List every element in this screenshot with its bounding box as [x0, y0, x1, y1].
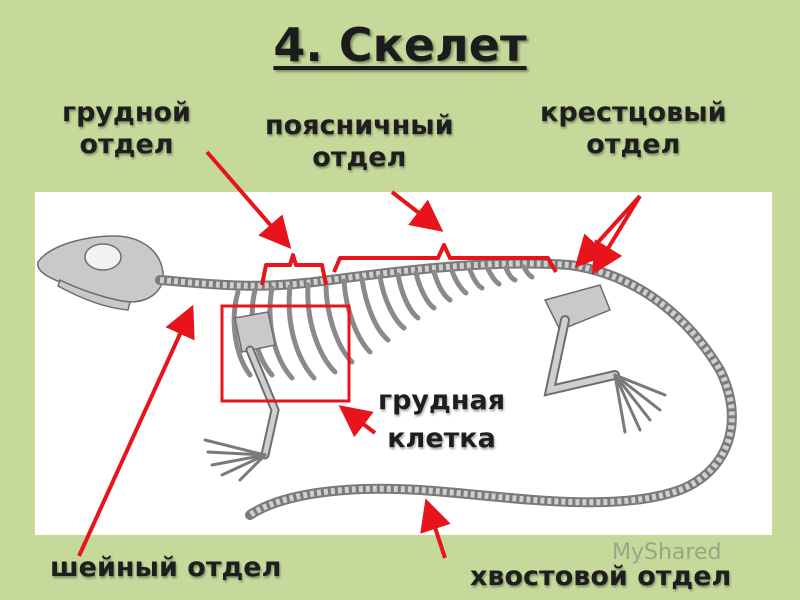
jaw — [57, 278, 131, 311]
arrow-ribcage — [338, 405, 377, 438]
label-lumbar-line2: отдел — [312, 142, 407, 173]
label-cervical-section: шейный отдел — [50, 552, 282, 583]
arrow-thoracic — [205, 150, 292, 250]
label-ribcage: грудная клетка — [378, 385, 505, 455]
arrow-caudal — [420, 498, 451, 559]
label-sacral-section: крестцовый отдел — [540, 97, 727, 161]
arrow-sacral-1 — [574, 194, 642, 268]
scapula — [234, 311, 276, 353]
thoracic-bracket — [260, 253, 328, 286]
label-thoracic-section: грудной отдел — [62, 97, 191, 161]
label-caudal-section: хвостовой отдел — [470, 561, 732, 592]
arrow-cervical — [77, 304, 195, 557]
skeleton-image-panel — [35, 192, 772, 535]
ribcage-box — [220, 304, 351, 403]
hind-foot — [613, 373, 667, 434]
lumbar-bracket — [332, 243, 558, 273]
label-sacral-line1: крестцовый — [540, 97, 727, 128]
eye-socket — [84, 243, 122, 271]
pelvis — [543, 284, 611, 331]
label-ribcage-line1: грудная — [378, 385, 506, 416]
slide-title: 4. Скелет — [273, 18, 527, 72]
front-foot — [203, 438, 267, 482]
label-lumbar-section: поясничный отдел — [265, 110, 454, 174]
watermark: MyShared — [612, 540, 722, 565]
label-thoracic-line1: грудной — [62, 97, 191, 128]
pointer-arrows — [77, 150, 642, 559]
label-sacral-line2: отдел — [586, 129, 681, 160]
arrow-lumbar — [390, 190, 444, 232]
ribs — [231, 264, 535, 381]
label-thoracic-line2: отдел — [79, 129, 174, 160]
lizard-skeleton — [37, 235, 737, 520]
label-ribcage-line2: клетка — [387, 423, 496, 454]
arrow-sacral-2 — [591, 194, 642, 275]
label-lumbar-line1: поясничный — [265, 110, 454, 141]
